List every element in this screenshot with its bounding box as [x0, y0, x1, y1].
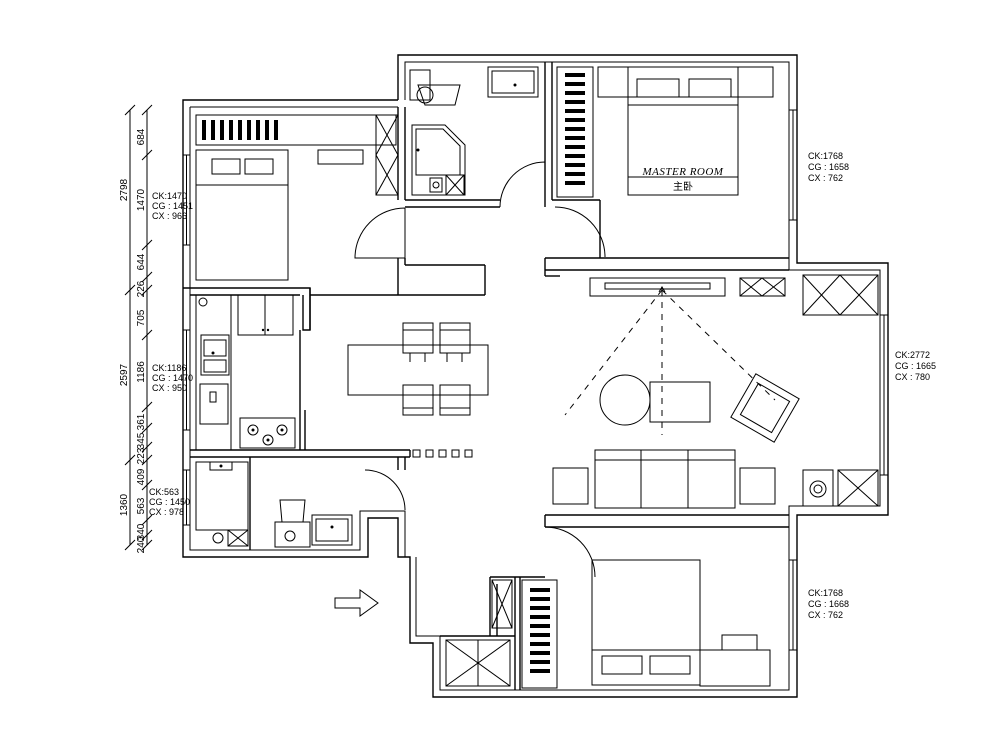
svg-text:CX : 978: CX : 978 [149, 507, 184, 517]
room-title-cn: 主卧 [673, 180, 693, 193]
dining-table [347, 344, 489, 396]
dim-outer-2: 2597 [119, 363, 130, 386]
window-spec-master: CK:1768 CG : 1658 CX : 762 [808, 151, 849, 183]
window-spec-kitchen: CK:1186 CG : 1470 CX : 950 [152, 363, 193, 393]
entrance-arrow [334, 589, 379, 617]
svg-text:CG : 1470: CG : 1470 [152, 373, 193, 383]
coffee-table [649, 381, 711, 423]
dim-inner: 223 [136, 447, 147, 464]
round-table [599, 374, 651, 426]
dim-inner: 644 [136, 253, 147, 270]
bed-master [627, 66, 739, 196]
svg-text:CK:1470: CK:1470 [152, 191, 187, 201]
dim-inner: 340 [136, 523, 147, 540]
bed-left [195, 149, 289, 281]
svg-text:CX : 966: CX : 966 [152, 211, 187, 221]
wardrobe-bottom [530, 588, 550, 673]
dim-inner: 684 [136, 128, 147, 145]
chair [439, 384, 471, 416]
svg-text:CG : 1451: CG : 1451 [152, 201, 193, 211]
window-spec-living: CK:2772 CG : 1665 CX : 780 [895, 350, 936, 382]
bedroom-bottom [445, 559, 771, 689]
dim-inner: 361 [136, 413, 147, 430]
dim-inner: 226 [136, 280, 147, 297]
svg-text:CK:1768: CK:1768 [808, 588, 843, 598]
svg-text:CG : 1658: CG : 1658 [808, 162, 849, 172]
chair [402, 322, 434, 354]
wardrobe-left [202, 120, 278, 140]
window-specs: CK:1470 CG : 1451 CX : 966 CK:1768 CG : … [149, 151, 936, 620]
svg-text:CX : 780: CX : 780 [895, 372, 930, 382]
svg-text:CX : 762: CX : 762 [808, 173, 843, 183]
sofa [552, 449, 776, 509]
window-spec-laundry: CK:563 CG : 1450 CX : 978 [149, 487, 190, 517]
chair [402, 384, 434, 416]
windows [182, 109, 889, 651]
master-bedroom: MASTER ROOM 主卧 [556, 66, 774, 198]
room-title-en: MASTER ROOM [642, 166, 724, 178]
dim-outer-1: 2798 [119, 178, 130, 201]
living-room [552, 274, 879, 509]
svg-text:CK:563: CK:563 [149, 487, 179, 497]
dining-area [347, 322, 489, 458]
svg-text:CG : 1668: CG : 1668 [808, 599, 849, 609]
chair [439, 322, 471, 354]
svg-text:CK:2772: CK:2772 [895, 350, 930, 360]
dim-inner: 409 [136, 468, 147, 485]
doors[interactable] [354, 161, 606, 578]
window-spec-bottom: CK:1768 CG : 1668 CX : 762 [808, 588, 849, 620]
bathroom [409, 66, 539, 196]
laundry-room [195, 461, 353, 548]
svg-text:CG : 1665: CG : 1665 [895, 361, 936, 371]
window-spec-left-top: CK:1470 CG : 1451 CX : 966 [152, 191, 193, 221]
dim-inner: 705 [136, 309, 147, 326]
bedroom-left [195, 114, 399, 281]
svg-text:CX : 762: CX : 762 [808, 610, 843, 620]
dimension-lines: 2798 2597 1360 684 1470 644 226 705 1186… [119, 104, 153, 553]
dim-inner: 1186 [136, 361, 147, 383]
wardrobe-master [565, 73, 585, 185]
dim-inner: 345 [136, 432, 147, 449]
armchair [730, 373, 800, 443]
dim-inner: 240 [136, 536, 147, 553]
svg-text:CG : 1450: CG : 1450 [149, 497, 190, 507]
kitchen [195, 294, 296, 451]
dim-inner: 563 [136, 497, 147, 514]
svg-text:CX : 950: CX : 950 [152, 383, 187, 393]
svg-text:CK:1186: CK:1186 [152, 363, 186, 373]
bed-bottom [591, 559, 701, 686]
dim-inner: 1470 [136, 188, 147, 211]
dim-outer-3: 1360 [119, 493, 130, 516]
interior-walls [183, 62, 789, 690]
svg-text:CK:1768: CK:1768 [808, 151, 843, 161]
tv-projection [564, 286, 776, 435]
